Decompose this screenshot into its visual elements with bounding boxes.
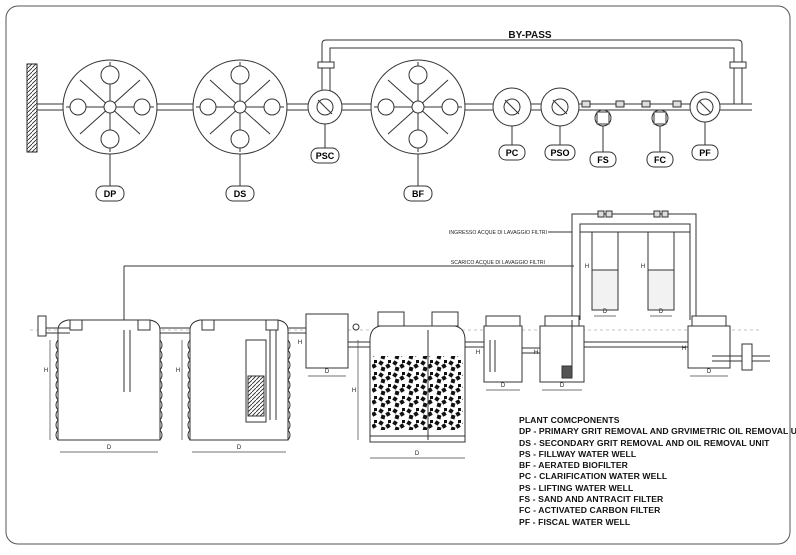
svg-text:D: D	[603, 309, 608, 315]
legend-item: BF - AERATED BIOFILTER	[519, 460, 628, 471]
svg-text:D: D	[560, 383, 565, 389]
wash-inlet-note: INGRESSO ACQUE DI LAVAGGIO FILTRI	[449, 230, 547, 236]
inlet-grid	[26, 63, 38, 153]
tank-ds-plan	[192, 59, 288, 155]
svg-text:D: D	[501, 383, 506, 389]
legend-item: PF - FISCAL WATER WELL	[519, 516, 631, 527]
filter-fs-section	[591, 210, 619, 311]
well-psc-plan	[307, 89, 343, 125]
tank-bf-section	[369, 311, 490, 443]
legend-title: PLANT COMCPONENTS	[519, 415, 620, 425]
tank-dp-section	[37, 315, 196, 441]
unit-label-bf: BF	[403, 185, 433, 202]
well-pf-plan	[689, 91, 721, 123]
unit-label-pc: PC	[498, 144, 526, 161]
unit-label-fc: FC	[646, 151, 674, 168]
svg-text:D: D	[237, 445, 242, 451]
bypass-label: BY-PASS	[508, 30, 551, 41]
well-psc-section	[305, 313, 372, 369]
svg-text:D: D	[107, 445, 112, 451]
filter-fc-section	[647, 210, 675, 311]
svg-text:D: D	[325, 369, 330, 375]
legend-item: FC - ACTIVATED CARBON FILTER	[519, 505, 661, 516]
svg-text:D: D	[659, 309, 664, 315]
tank-dp-plan	[62, 59, 158, 155]
svg-text:D: D	[707, 369, 712, 375]
svg-text:H: H	[176, 368, 180, 374]
frame-border	[5, 5, 791, 545]
well-pf-section	[687, 315, 770, 371]
legend-item: DS - SECONDARY GRIT REMOVAL AND OIL REMO…	[519, 437, 770, 448]
svg-text:PSC: PSC	[316, 151, 335, 161]
tank-bf-plan	[370, 59, 466, 155]
legend-item: DP - PRIMARY GRIT REMOVAL AND GRVIMETRIC…	[519, 426, 796, 437]
svg-text:H: H	[641, 264, 645, 270]
svg-text:H: H	[585, 264, 589, 270]
wash-lines	[123, 213, 697, 330]
svg-text:H: H	[682, 346, 686, 352]
svg-text:DP: DP	[104, 189, 117, 199]
unit-label-pso: PSO	[544, 144, 576, 161]
unit-label-dp: DP	[95, 185, 125, 202]
svg-text:PF: PF	[699, 148, 711, 158]
legend-item: PS - LIFTING WATER WELL	[519, 482, 634, 493]
svg-text:H: H	[44, 368, 48, 374]
tank-ds-section	[187, 319, 306, 441]
svg-text:PSO: PSO	[550, 148, 569, 158]
plant-components-legend: PLANT COMCPONENTS DP - PRIMARY GRIT REMO…	[519, 415, 796, 528]
svg-text:DS: DS	[234, 189, 247, 199]
filter-fs-plan	[581, 100, 625, 127]
unit-label-psc: PSC	[310, 147, 340, 164]
svg-text:H: H	[476, 350, 480, 356]
svg-text:D: D	[415, 451, 420, 457]
legend-item: FS - SAND AND ANTRACIT FILTER	[519, 494, 664, 505]
svg-text:FC: FC	[654, 155, 666, 165]
well-pc-section	[483, 315, 540, 383]
svg-text:PC: PC	[506, 148, 519, 158]
svg-text:H: H	[298, 340, 302, 346]
well-pso-plan	[540, 87, 580, 127]
svg-text:FS: FS	[597, 155, 609, 165]
well-pc-plan	[492, 87, 532, 127]
well-pso-section	[539, 315, 690, 383]
bypass-pipe	[317, 39, 747, 104]
dimension-lines	[49, 315, 728, 459]
unit-label-fs: FS	[589, 151, 617, 168]
filter-fc-plan	[641, 100, 682, 127]
svg-text:H: H	[352, 388, 356, 394]
legend-item: PC - CLARIFICATION WATER WELL	[519, 471, 668, 482]
dimension-labels: D D D D D D D D D H H H H H H H H H	[44, 264, 712, 457]
svg-text:H: H	[534, 350, 538, 356]
legend-item: PS - FILLWAY WATER WELL	[519, 448, 637, 459]
unit-label-pf: PF	[691, 144, 719, 161]
wash-outlet-note: SCARICO ACQUE DI LAVAGGIO FILTRI	[451, 260, 545, 266]
label-leaders	[109, 122, 706, 186]
svg-text:BF: BF	[412, 189, 424, 199]
unit-label-ds: DS	[225, 185, 255, 202]
